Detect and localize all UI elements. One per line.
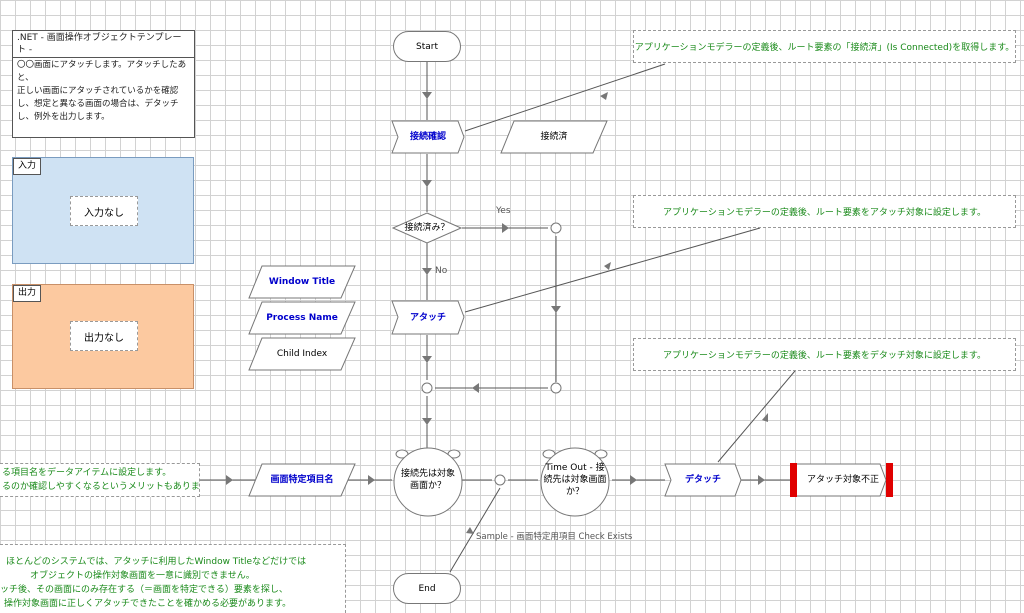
- input-content: 入力なし: [70, 196, 138, 226]
- connected-data-label: 接続済: [540, 132, 568, 142]
- note-screen-check-line: 操作対象画面に正しくアタッチできたことを確かめる必要があります。: [0, 597, 345, 611]
- description-line: 〇〇画面にアタッチします。アタッチしたあと、: [17, 60, 187, 83]
- window-title-item[interactable]: [248, 265, 356, 299]
- note-screen-check-line: ほとんどのシステムでは、アタッチに利用したWindow Titleなどだけでは: [0, 545, 345, 569]
- yes-label: Yes: [496, 206, 511, 216]
- note-attach: アプリケーションモデラーの定義後、ルート要素をアタッチ対象に設定します。: [633, 195, 1016, 228]
- target-screen-wait-stage[interactable]: [390, 444, 466, 518]
- note-screen-item: る項目名をデータアイテムに設定します。 るのか確認しやすくなるというメリットもあ…: [0, 463, 200, 497]
- timeout-label: Time Out - 接続先は対象画面か？: [543, 463, 607, 497]
- child-index-label: Child Index: [276, 349, 328, 359]
- target-screen-label: 接続先は対象画面か？: [400, 469, 455, 491]
- note-screen-check-line: ッチ後、その画面にのみ存在する（＝画面を特定できる）要素を探し、: [0, 583, 345, 597]
- description-title: .NET - 画面操作オブジェクトテンプレート -: [13, 31, 194, 58]
- description-line: 正しい画面にアタッチされているかを確認: [17, 86, 179, 96]
- sample-link-label: Sample - 画面特定用項目 Check Exists: [476, 532, 633, 542]
- is-connected-label: 接続済み？: [404, 223, 450, 233]
- screen-item-label: 画面特定項目名: [270, 475, 334, 485]
- input-section: 入力 入力なし: [12, 157, 194, 264]
- connect-check-stage[interactable]: [391, 120, 465, 154]
- attach-label: アタッチ: [409, 312, 446, 323]
- description-note: .NET - 画面操作オブジェクトテンプレート - 〇〇画面にアタッチします。ア…: [12, 30, 195, 138]
- output-title: 出力: [13, 285, 42, 302]
- note-detach: アプリケーションモデラーの定義後、ルート要素をデタッチ対象に設定します。: [633, 338, 1016, 371]
- invalid-attach-label: アタッチ対象不正: [806, 475, 879, 485]
- child-index-item[interactable]: [248, 337, 356, 371]
- end-stage[interactable]: End: [393, 573, 461, 604]
- process-name-item[interactable]: [248, 301, 356, 335]
- no-label: No: [435, 266, 448, 276]
- description-line: し、例外を出力します。: [17, 112, 110, 122]
- window-title-label: Window Title: [268, 277, 336, 287]
- start-stage[interactable]: Start: [393, 31, 461, 62]
- timeout-wait-stage[interactable]: [537, 444, 613, 518]
- is-connected-decision[interactable]: [392, 212, 462, 244]
- detach-stage[interactable]: [664, 463, 742, 497]
- connect-check-label: 接続確認: [409, 132, 446, 142]
- note-screen-item-line: る項目名をデータアイテムに設定します。: [0, 464, 199, 480]
- attach-stage[interactable]: [391, 300, 465, 335]
- description-line: し、想定と異なる画面の場合は、デタッチ: [17, 99, 179, 109]
- detach-label: デタッチ: [684, 475, 721, 485]
- note-screen-check-line: オブジェクトの操作対象画面を一意に識別できません。: [0, 569, 345, 583]
- note-is-connected: アプリケーションモデラーの定義後、ルート要素の「接続済」(Is Connecte…: [633, 30, 1016, 63]
- screen-item-data[interactable]: [248, 463, 356, 497]
- output-section: 出力 出力なし: [12, 284, 194, 389]
- note-screen-check: ほとんどのシステムでは、アタッチに利用したWindow Titleなどだけでは …: [0, 544, 346, 613]
- process-name-label: Process Name: [266, 313, 338, 323]
- invalid-attach-exception[interactable]: [790, 463, 894, 497]
- input-title: 入力: [13, 158, 42, 175]
- output-content: 出力なし: [70, 321, 138, 351]
- connected-data-item[interactable]: [500, 120, 608, 154]
- note-screen-item-line: るのか確認しやすくなるというメリットもあります。: [0, 480, 200, 494]
